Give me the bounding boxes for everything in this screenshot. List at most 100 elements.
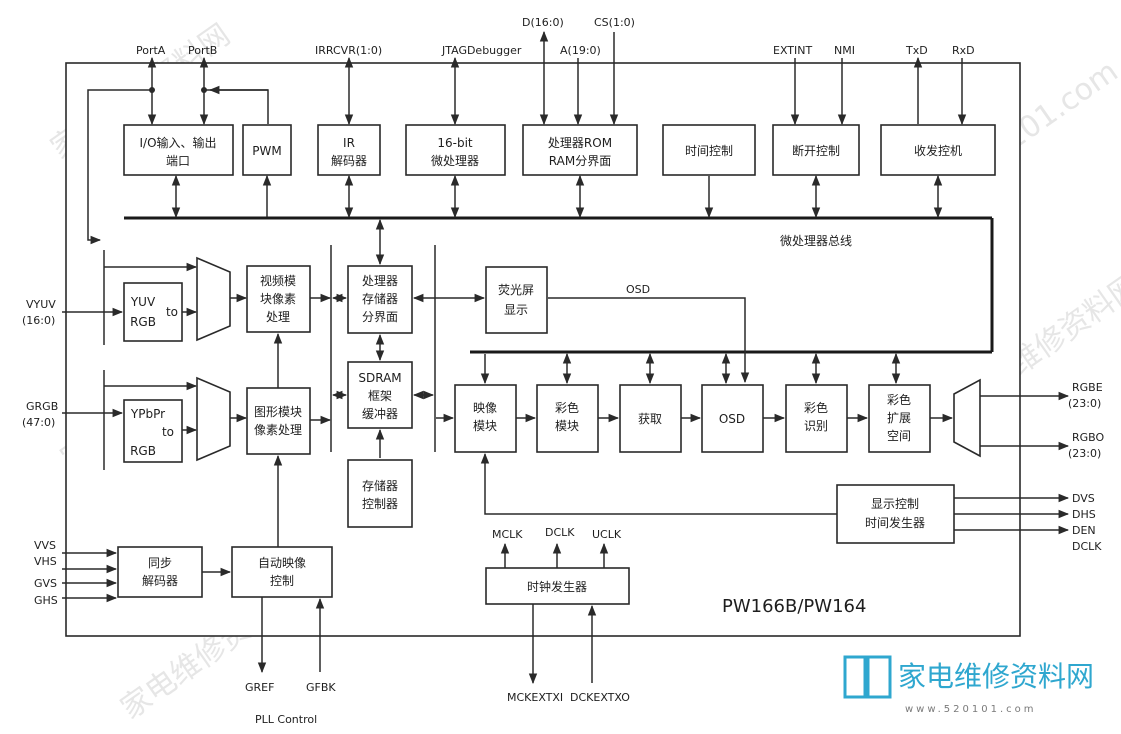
color-id-block: 彩色 识别: [785, 384, 848, 453]
uart-block: 收发控机: [880, 124, 996, 176]
svg-text:缓冲器: 缓冲器: [362, 406, 398, 421]
svg-text:显示控制: 显示控制: [871, 497, 919, 511]
svg-text:断开控制: 断开控制: [792, 143, 840, 158]
input-vvs: VVS: [34, 539, 56, 552]
svg-text:彩色: 彩色: [887, 393, 911, 407]
video-pixel-block: 视频模 块像素 处理: [246, 265, 311, 333]
svg-text:存储器: 存储器: [362, 291, 398, 306]
output-dclk: DCLK: [1072, 540, 1102, 553]
input-grgb-width: (47:0): [22, 416, 55, 429]
svg-text:SDRAM: SDRAM: [358, 371, 401, 385]
svg-text:视频模: 视频模: [260, 273, 296, 288]
svg-text:RGB: RGB: [130, 315, 156, 329]
svg-text:控制器: 控制器: [362, 497, 398, 511]
input-grgb: GRGB: [26, 400, 58, 413]
svg-text:YUV: YUV: [130, 295, 156, 309]
svg-text:IR: IR: [343, 136, 355, 150]
svg-text:自动映像: 自动映像: [258, 556, 306, 570]
clock-dclk: DCLK: [545, 526, 575, 539]
svg-text:PWM: PWM: [252, 144, 281, 158]
pin-irrcvr: IRRCVR(1:0): [315, 44, 382, 57]
pin-jtag: JTAGDebugger: [441, 44, 522, 57]
logo-url: www.520101.com: [905, 704, 1037, 715]
svg-text:解码器: 解码器: [331, 154, 367, 168]
svg-text:模块: 模块: [473, 419, 497, 433]
svg-text:处理器ROM: 处理器ROM: [548, 136, 612, 150]
data-bus-label: D(16:0): [522, 16, 564, 29]
site-logo: 家电维修资料网 www.520101.com: [843, 655, 1094, 715]
svg-text:像素处理: 像素处理: [254, 423, 302, 437]
input-ghs: GHS: [34, 594, 58, 607]
svg-text:收发控机: 收发控机: [914, 143, 962, 158]
pin-rxd: RxD: [952, 44, 975, 57]
svg-text:to: to: [162, 425, 174, 439]
svg-text:RGB: RGB: [130, 444, 156, 458]
osd-line-label: OSD: [626, 283, 650, 296]
yuv-rgb-block: YUV RGB to: [123, 282, 183, 342]
pin-nmi: NMI: [834, 44, 855, 57]
output-dvs: DVS: [1072, 492, 1095, 505]
svg-text:控制: 控制: [270, 574, 294, 588]
svg-text:时间控制: 时间控制: [685, 144, 733, 158]
pin-mckextxi: MCKEXTXI: [507, 691, 563, 704]
wire-porta-to-left: [87, 89, 152, 245]
cs-label: CS(1:0): [594, 16, 635, 29]
input-vyuv: VYUV: [26, 298, 56, 311]
osd-block: OSD: [701, 384, 764, 453]
clock-mclk: MCLK: [492, 528, 523, 541]
svg-text:显示: 显示: [504, 303, 528, 317]
scaler-block: 映像 模块: [454, 384, 517, 453]
svg-text:图形模块: 图形模块: [254, 405, 302, 419]
sync-decoder-block: 同步 解码器: [117, 546, 203, 598]
pll-label: PLL Control: [255, 713, 317, 726]
svg-text:解码器: 解码器: [142, 574, 178, 588]
io-block: I/O输入、输出 端口: [123, 124, 234, 176]
video-mux: [196, 256, 231, 342]
pwm-block: PWM: [242, 124, 292, 176]
pin-dckextxo: DCKEXTXO: [570, 691, 630, 704]
cpu-block: 16-bit 微处理器: [405, 124, 506, 176]
output-dhs: DHS: [1072, 508, 1096, 521]
svg-text:处理: 处理: [266, 310, 290, 324]
input-vyuv-width: (16:0): [22, 314, 55, 327]
svg-text:to: to: [166, 305, 178, 319]
svg-text:YPbPr: YPbPr: [130, 407, 165, 421]
svg-text:处理器: 处理器: [362, 274, 398, 288]
svg-text:彩色: 彩色: [804, 401, 828, 415]
svg-text:扩展: 扩展: [887, 411, 911, 425]
svg-text:RAM分界面: RAM分界面: [549, 154, 611, 168]
color-module-block: 彩色 模块: [536, 384, 599, 453]
svg-text:时间发生器: 时间发生器: [865, 515, 925, 530]
svg-text:彩色: 彩色: [555, 401, 579, 415]
svg-text:识别: 识别: [804, 419, 828, 433]
timer-block: 时间控制: [662, 124, 756, 176]
svg-text:获取: 获取: [638, 412, 662, 426]
ir-decoder-block: IR 解码器: [317, 124, 381, 176]
svg-text:16-bit: 16-bit: [437, 136, 473, 150]
output-rgbe-width: (23:0): [1068, 397, 1101, 410]
sdram-block: SDRAM 框架 缓冲器: [347, 361, 413, 429]
mem-ctrl-block: 存储器 控制器: [347, 459, 413, 528]
svg-text:映像: 映像: [473, 401, 497, 415]
pin-extint: EXTINT: [773, 44, 812, 57]
pin-gref: GREF: [245, 681, 274, 694]
svg-text:I/O输入、输出: I/O输入、输出: [139, 135, 216, 150]
svg-text:荧光屏: 荧光屏: [498, 283, 534, 297]
color-expand-block: 彩色 扩展 空间: [868, 384, 931, 453]
logo-book-icon: [843, 655, 867, 699]
svg-text:端口: 端口: [166, 154, 190, 168]
svg-text:时钟发生器: 时钟发生器: [527, 579, 587, 594]
svg-text:存储器: 存储器: [362, 478, 398, 493]
output-rgbe: RGBE: [1072, 381, 1103, 394]
svg-text:同步: 同步: [148, 556, 172, 570]
ypbpr-rgb-block: YPbPr to RGB: [123, 399, 183, 463]
logo-name: 家电维修资料网: [898, 660, 1094, 693]
svg-text:块像素: 块像素: [260, 292, 296, 306]
auto-image-block: 自动映像 控制: [231, 546, 333, 598]
display-timing-block: 显示控制 时间发生器: [836, 484, 955, 544]
input-vhs: VHS: [34, 555, 57, 568]
pin-address: A(19:0): [560, 44, 601, 57]
svg-text:分界面: 分界面: [362, 310, 398, 324]
output-rgbo: RGBO: [1072, 431, 1105, 444]
pin-portb: PortB: [188, 44, 217, 57]
